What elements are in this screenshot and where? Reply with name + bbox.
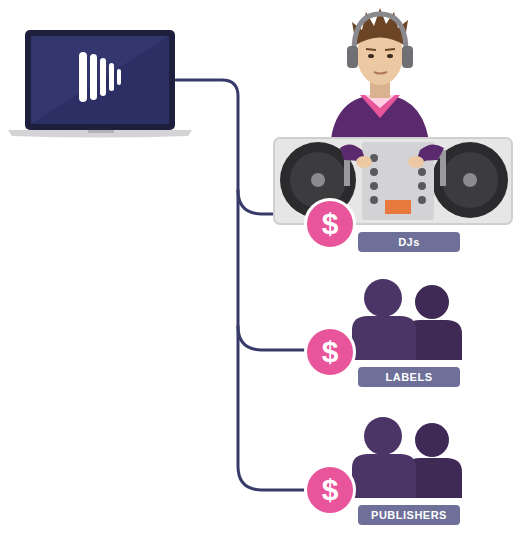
- dollar-sign: $: [322, 473, 339, 507]
- logo-part: [117, 69, 121, 85]
- dj-figure-part: [402, 46, 413, 68]
- dj-mixer-part: [432, 142, 508, 218]
- laptop: [8, 30, 192, 138]
- dj-figure-part: [368, 54, 374, 58]
- price-coin: $: [304, 464, 356, 516]
- laptop-part: [25, 30, 175, 130]
- logo-part: [79, 52, 87, 102]
- dj-mixer-part-part: [418, 182, 426, 190]
- tag-text: PUBLISHERS: [371, 509, 447, 521]
- publisher-people: [352, 417, 462, 498]
- dj-mixer-part: [385, 200, 411, 214]
- tree-lines-part: [238, 326, 306, 350]
- dj-mixer-part-part: [370, 196, 378, 204]
- dj-figure-part: [374, 72, 387, 74]
- publisher-people-part: [352, 454, 416, 498]
- dj-mixer-part: [440, 150, 446, 186]
- dj-figure-part: [347, 46, 358, 68]
- laptop-part: [31, 36, 169, 124]
- dj-mixer-part-part: [370, 182, 378, 190]
- publisher-people-part: [364, 417, 402, 455]
- dj-mixer-part-part: [418, 168, 426, 176]
- dollar-sign: $: [322, 335, 339, 369]
- dj-mixer-part: [442, 152, 498, 208]
- label-people: [352, 279, 462, 360]
- dj-figure-part: [387, 54, 393, 58]
- tag-text: DJs: [398, 236, 420, 248]
- dj-mixer-part-part: [418, 196, 426, 204]
- label-people-part: [352, 316, 416, 360]
- dj-figure-part: [360, 95, 400, 118]
- role-tag: DJs: [358, 232, 460, 252]
- dj-mixer-part-part: [370, 168, 378, 176]
- dj-figure-part: [354, 14, 406, 58]
- tag-text: LABELS: [386, 371, 433, 383]
- logo: [79, 52, 121, 102]
- logo-part: [90, 54, 97, 100]
- label-people-part: [415, 285, 449, 319]
- publisher-people-part: [415, 423, 449, 457]
- dj-figure: [330, 8, 430, 150]
- role-tag: LABELS: [358, 367, 460, 387]
- dj-mixer-part: [408, 156, 424, 168]
- dj-mixer-part: [370, 154, 426, 204]
- dj-mixer-part: [356, 156, 372, 168]
- price-coin: $: [304, 198, 356, 250]
- price-coin: $: [304, 326, 356, 378]
- dollar-sign: $: [322, 207, 339, 241]
- logo-part: [100, 58, 106, 96]
- laptop-part: [8, 130, 192, 138]
- label-people-part: [364, 279, 402, 317]
- dj-mixer-part: [463, 173, 477, 187]
- role-tag: PUBLISHERS: [358, 505, 460, 525]
- dj-mixer-part: [311, 173, 325, 187]
- dj-figure-part: [366, 49, 395, 50]
- laptop-part: [88, 130, 114, 133]
- logo-part: [109, 63, 114, 91]
- laptop-part: [31, 36, 169, 124]
